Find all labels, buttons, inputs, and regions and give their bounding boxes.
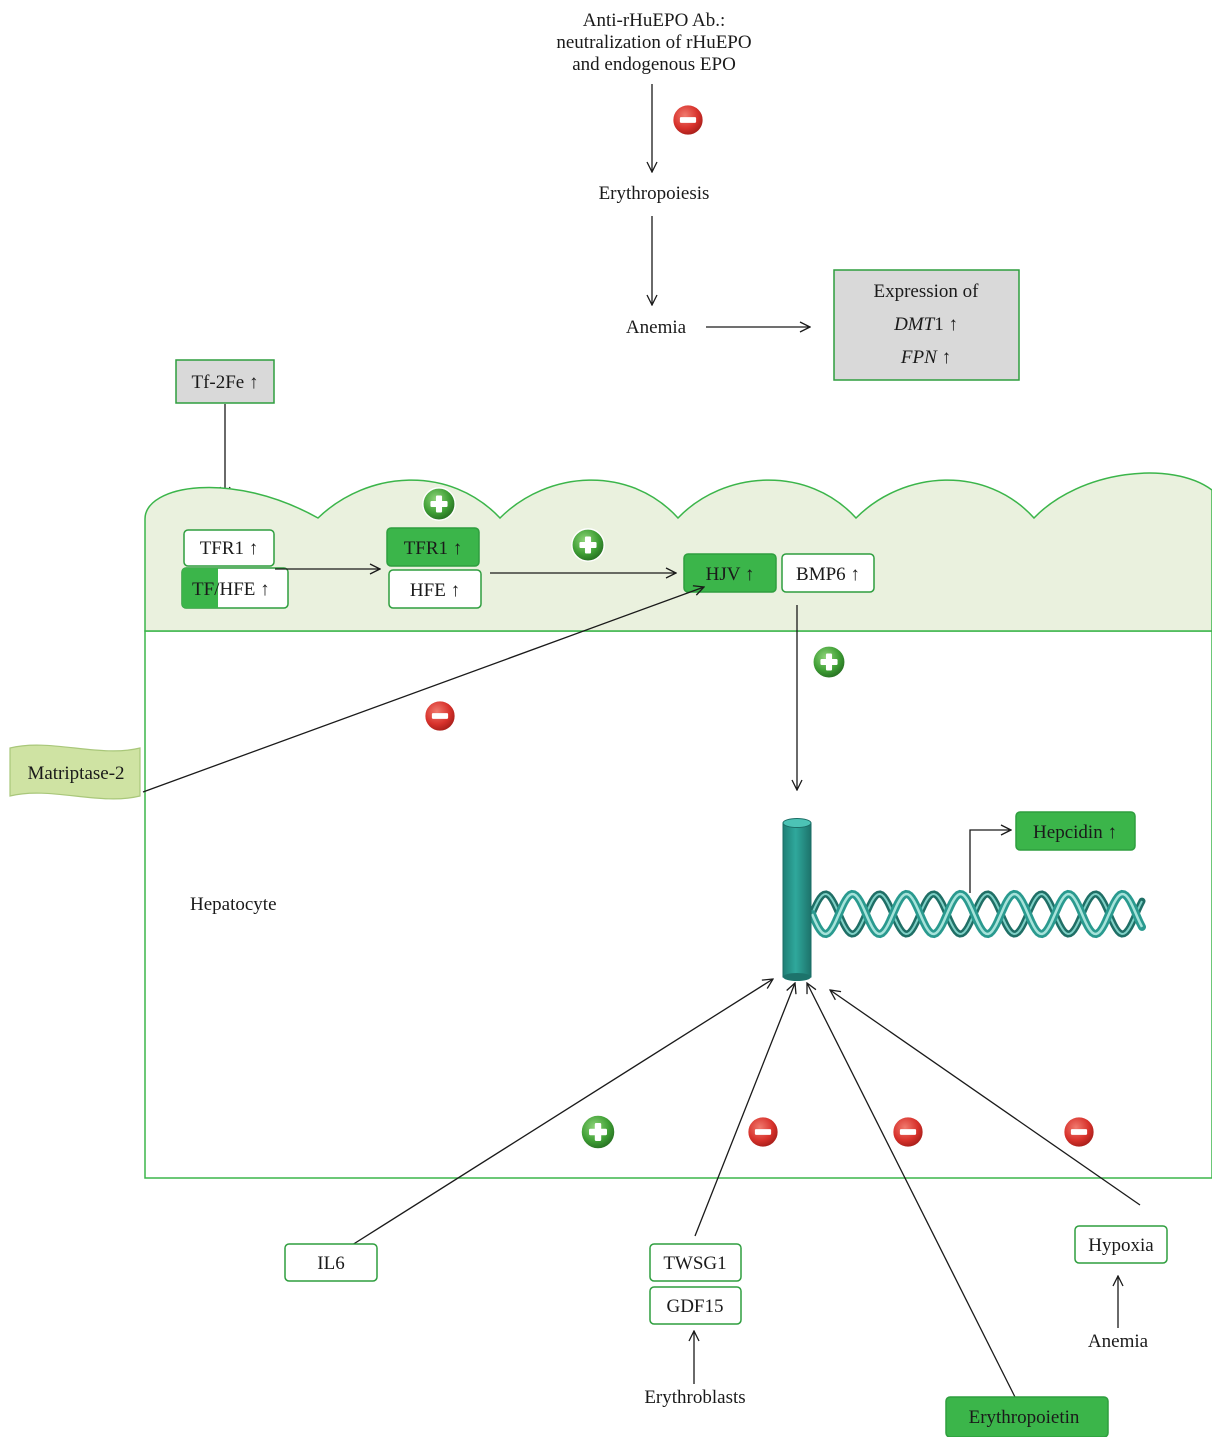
tf2fe-box	[175, 359, 275, 404]
twsg1-box	[649, 1243, 742, 1282]
expression-title: Expression of	[873, 281, 979, 302]
tfr1-left-label: TFR1 ↑	[200, 538, 259, 559]
bmp6-box	[781, 553, 875, 593]
hepcidin-box	[1015, 811, 1136, 851]
cell-membrane	[144, 472, 1212, 632]
arrow-hypoxia-to-receptor	[830, 990, 1141, 1206]
hjv-label: HJV ↑	[706, 564, 755, 585]
hfe-box-mid	[388, 569, 482, 609]
bmp6-label: BMP6 ↑	[796, 564, 860, 585]
hfe-mid-label: HFE ↑	[410, 580, 460, 601]
hypoxia-label: Hypoxia	[1088, 1235, 1154, 1256]
erythroblasts-label: Erythroblasts	[644, 1387, 745, 1408]
dmt1-expression: DMT1 ↑	[893, 314, 958, 335]
hjv-box	[683, 553, 777, 593]
minus-icon-matriptase	[424, 700, 456, 732]
dna-helix	[808, 889, 1146, 939]
gdf15-box	[649, 1286, 742, 1325]
arrow-helix-to-hepcidin	[969, 830, 1011, 893]
erythropoiesis-label: Erythropoiesis	[599, 183, 710, 204]
hepcidin-label: Hepcidin ↑	[1033, 822, 1117, 843]
tf-hfe-label: TF/HFE ↑	[192, 579, 270, 600]
arrow-twsg1-to-receptor	[694, 983, 795, 1237]
plus-icon-il6	[580, 1114, 616, 1150]
arrow-epo-to-receptor	[807, 983, 1016, 1398]
twsg1-label: TWSG1	[663, 1253, 726, 1274]
plus-icon-bmp6	[812, 645, 846, 679]
il6-box	[284, 1243, 378, 1282]
anemia-bottom-label: Anemia	[1088, 1331, 1149, 1352]
erythropoietin-box	[945, 1396, 1109, 1437]
arrow-il6-to-receptor	[351, 979, 773, 1246]
antibody-label-line1: Anti-rHuEPO Ab.:	[583, 10, 726, 31]
receptor-cylinder	[782, 818, 812, 981]
gdf15-label: GDF15	[666, 1296, 723, 1317]
hypoxia-box	[1074, 1225, 1168, 1264]
arrow-matriptase-to-hjv	[142, 587, 704, 793]
matriptase-banner	[9, 744, 141, 800]
fpn-expression: FPN ↑	[900, 347, 951, 368]
minus-icon-erythropoietin	[892, 1116, 924, 1148]
tfr1-box-left	[183, 529, 275, 567]
minus-icon-hypoxia	[1063, 1116, 1095, 1148]
dna-strand-front-highlight	[810, 892, 1144, 936]
minus-icon-twsg1	[747, 1116, 779, 1148]
tfr1-mid-label: TFR1 ↑	[404, 538, 463, 559]
erythropoietin-label: Erythropoietin	[969, 1407, 1080, 1428]
expression-box	[833, 269, 1020, 381]
hepatocyte-label: Hepatocyte	[190, 894, 277, 915]
minus-icon-antibody	[672, 104, 704, 136]
matriptase-label: Matriptase-2	[27, 763, 124, 784]
tf2fe-label: Tf-2Fe ↑	[191, 372, 258, 393]
plus-icon-hjv-signal	[571, 528, 605, 562]
antibody-label-line3: and endogenous EPO	[572, 54, 736, 75]
il6-label: IL6	[317, 1253, 344, 1274]
tf-segment	[182, 568, 218, 608]
anemia-top-label: Anemia	[626, 317, 687, 338]
plus-icon-tfr1	[422, 487, 456, 521]
tfr1-box-mid	[386, 527, 480, 567]
antibody-label-line2: neutralization of rHuEPO	[556, 32, 751, 53]
